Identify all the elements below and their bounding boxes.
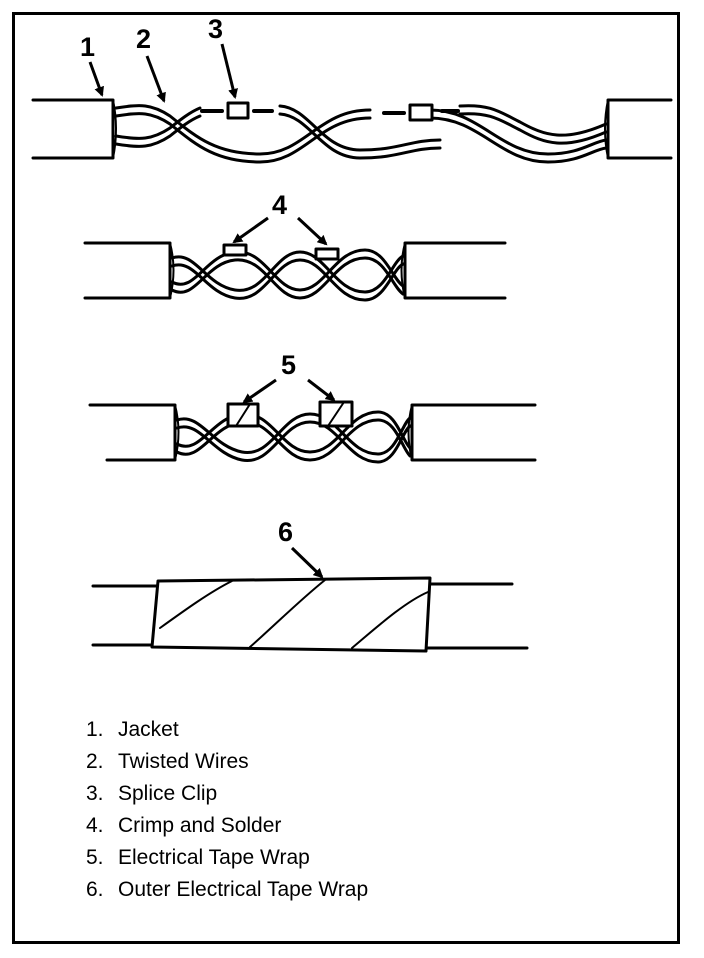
crimp-right [314,247,340,261]
svg-text:2: 2 [136,24,151,54]
legend: 1. Jacket 2. Twisted Wires 3. Splice Clip 4… [86,714,368,906]
left-jacket [31,98,115,160]
legend-label: Splice Clip [118,782,218,805]
tape-spiral [159,579,429,649]
legend-number: 6. [86,878,104,901]
twisted-wire-a [114,104,608,164]
legend-item: 5. Electrical Tape Wrap [86,842,368,874]
twisted-wire-b [114,104,608,160]
stripped-conductor-ends [200,109,460,115]
callout-3: 3 [208,14,238,99]
legend-item: 4. Crimp and Solder [86,810,368,842]
legend-item: 6. Outer Electrical Tape Wrap [86,874,368,906]
tape-wrap-left [226,402,260,428]
splice-clip-left [226,101,250,120]
callout-2: 2 [136,24,166,103]
callout-1: 1 [80,32,104,97]
right-jacket [606,98,673,160]
diagram-frame [12,12,680,944]
crimp-left [222,243,248,257]
callout-4: 4 [232,190,328,246]
legend-number: 5. [86,846,104,869]
legend-label: Jacket [118,718,179,741]
legend-label: Electrical Tape Wrap [118,846,310,869]
legend-item: 1. Jacket [86,714,368,746]
legend-label: Twisted Wires [118,750,249,773]
stage-4-outer-tape-wrap [91,576,529,653]
legend-number: 1. [86,718,104,741]
twisted-pair [170,248,405,302]
splice-clip-right [408,103,434,122]
outer-tape-wrap [150,576,432,653]
callout-5: 5 [242,350,336,404]
legend-label: Outer Electrical Tape Wrap [118,878,369,901]
stage-2-crimp-solder [83,241,507,302]
legend-number: 3. [86,782,104,805]
svg-text:4: 4 [272,190,287,220]
svg-text:6: 6 [278,517,293,547]
legend-number: 2. [86,750,104,773]
tape-wrap-right [318,400,354,428]
stage-1-splice-clip [31,98,673,164]
legend-label: Crimp and Solder [118,814,282,837]
legend-item: 2. Twisted Wires [86,746,368,778]
stage-3-tape-wrap [88,400,537,464]
svg-text:1: 1 [80,32,95,62]
callout-6: 6 [278,517,324,579]
legend-item: 3. Splice Clip [86,778,368,810]
svg-text:3: 3 [208,14,223,44]
legend-number: 4. [86,814,104,837]
svg-text:5: 5 [281,350,296,380]
twisted-pair [175,410,412,464]
